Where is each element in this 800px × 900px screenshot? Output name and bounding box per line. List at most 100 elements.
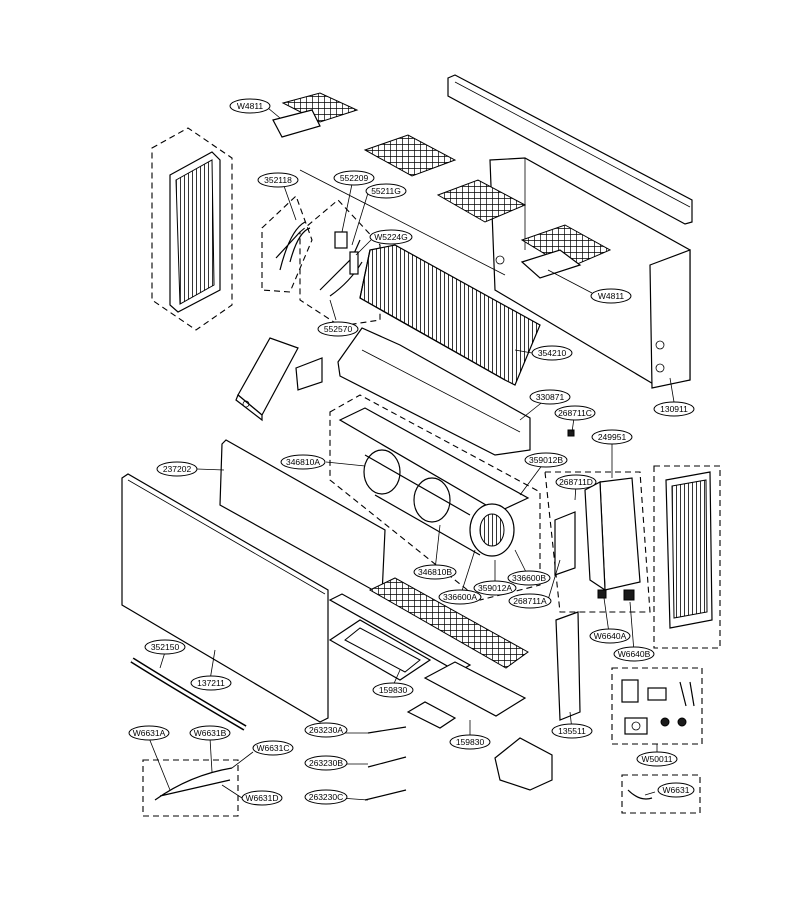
label-W4811-right: W4811 [590, 288, 632, 304]
svg-text:346810A: 346810A [286, 457, 320, 467]
svg-text:249951: 249951 [598, 432, 627, 442]
svg-text:352150: 352150 [151, 642, 180, 652]
label-263230A: 263230A [304, 722, 348, 738]
label-346810A: 346810A [280, 454, 326, 470]
svg-text:263230C: 263230C [309, 792, 344, 802]
label-W6631: W6631 [657, 782, 695, 798]
right-grille [520, 224, 612, 279]
svg-text:130911: 130911 [660, 404, 688, 414]
wire-harness [142, 759, 239, 817]
label-268711C: 268711C [554, 405, 596, 421]
svg-text:359012B: 359012B [529, 455, 563, 465]
svg-text:W6631: W6631 [663, 785, 690, 795]
label-346810B: 346810B [413, 564, 457, 580]
label-552209: 552209 [333, 170, 375, 186]
label-359012A: 359012A [473, 580, 517, 596]
label-352118: 352118 [257, 172, 299, 188]
label-359012B: 359012B [524, 452, 568, 468]
svg-text:268711C: 268711C [558, 408, 592, 418]
svg-text:W6631D: W6631D [245, 793, 278, 803]
blower-base [329, 394, 541, 601]
svg-text:359012A: 359012A [478, 583, 512, 593]
label-159830-a: 159830 [372, 682, 414, 698]
top-grille-2 [363, 134, 457, 177]
svg-text:135511: 135511 [558, 726, 586, 736]
svg-text:W5224G: W5224G [374, 232, 408, 242]
label-W5224G: W5224G [369, 229, 413, 245]
label-336600B: 336600B [507, 570, 551, 586]
small-cables [364, 726, 407, 801]
svg-text:W6640B: W6640B [618, 649, 651, 659]
svg-text:336600A: 336600A [443, 592, 477, 602]
label-55211G: 55211G [365, 183, 407, 199]
side-cover [555, 611, 581, 721]
svg-text:268711D: 268711D [559, 477, 593, 487]
svg-text:55211G: 55211G [371, 186, 401, 196]
svg-text:W6640A: W6640A [594, 631, 627, 641]
coil [359, 244, 541, 386]
svg-text:336600B: 336600B [512, 573, 546, 583]
svg-text:W6631A: W6631A [133, 728, 166, 738]
svg-text:W50011: W50011 [641, 754, 672, 764]
label-336600A: 336600A [438, 589, 482, 605]
label-W6640A: W6640A [589, 628, 631, 644]
label-137211: 137211 [190, 675, 232, 691]
svg-text:268711A: 268711A [513, 596, 547, 606]
drain-hose [130, 657, 247, 731]
front-panel [121, 439, 386, 723]
label-249951: 249951 [591, 429, 633, 445]
left-filter [151, 127, 233, 331]
svg-text:159830: 159830 [456, 737, 485, 747]
filter-tray-b [406, 661, 527, 729]
right-filter [653, 465, 721, 649]
label-352150: 352150 [144, 639, 186, 655]
label-W6631B: W6631B [189, 725, 231, 741]
svg-text:159830: 159830 [379, 685, 408, 695]
svg-text:352118: 352118 [264, 175, 292, 185]
svg-text:354210: 354210 [538, 348, 567, 358]
top-rail [447, 74, 693, 225]
top-grille-1 [272, 92, 359, 138]
svg-text:330871: 330871 [536, 392, 565, 402]
svg-text:237202: 237202 [163, 464, 192, 474]
label-135511: 135511 [551, 723, 593, 739]
label-237202: 237202 [156, 461, 198, 477]
label-268711A: 268711A [508, 593, 552, 609]
svg-text:552209: 552209 [340, 173, 369, 183]
label-354210: 354210 [531, 345, 573, 361]
svg-text:263230A: 263230A [309, 725, 343, 735]
top-grille-3 [436, 179, 527, 223]
filter-tray-a [328, 619, 432, 681]
control-box [235, 337, 323, 422]
label-263230B: 263230B [304, 755, 348, 771]
label-W6631D: W6631D [241, 790, 283, 806]
drain-pan [337, 327, 531, 456]
cable-kit [621, 774, 701, 814]
svg-text:W6631B: W6631B [194, 728, 227, 738]
svg-text:W4811: W4811 [237, 101, 264, 111]
label-159830-b: 159830 [449, 734, 491, 750]
electrical-panel [544, 429, 651, 613]
label-W6631C: W6631C [252, 740, 294, 756]
valve-assembly [261, 195, 381, 327]
label-W50011: W50011 [636, 751, 678, 767]
svg-text:552570: 552570 [324, 324, 353, 334]
svg-text:137211: 137211 [197, 678, 225, 688]
label-263230C: 263230C [304, 789, 348, 805]
svg-text:W6631C: W6631C [256, 743, 289, 753]
label-130911: 130911 [653, 401, 695, 417]
base-bracket [494, 737, 553, 791]
label-268711D: 268711D [555, 474, 597, 490]
label-W6631A: W6631A [128, 725, 170, 741]
svg-text:W4811: W4811 [598, 291, 625, 301]
label-330871: 330871 [529, 389, 571, 405]
label-552570: 552570 [317, 321, 359, 337]
svg-text:346810B: 346810B [418, 567, 452, 577]
accessory-kit [611, 667, 703, 745]
svg-text:263230B: 263230B [309, 758, 343, 768]
label-W4811-top: W4811 [229, 98, 271, 114]
label-W6640B: W6640B [613, 646, 655, 662]
bottom-grille [328, 577, 529, 673]
